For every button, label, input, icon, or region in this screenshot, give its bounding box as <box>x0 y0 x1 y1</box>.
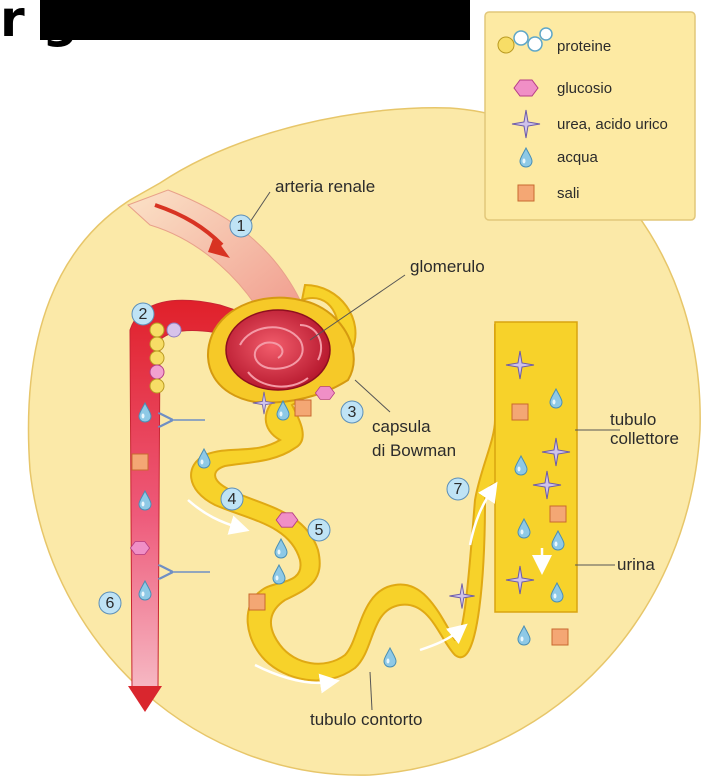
label-tubulo: tubulo <box>610 410 656 429</box>
legend-label-glucose: glucosio <box>557 80 612 97</box>
legend-label-urea: urea, acido urico <box>557 116 668 133</box>
step-7: 7 <box>454 481 463 498</box>
step-5: 5 <box>315 522 324 539</box>
legend-label-proteins: proteine <box>557 38 611 55</box>
step-3: 3 <box>348 404 357 421</box>
salt-icon <box>518 185 534 201</box>
legend-label-water: acqua <box>557 149 599 166</box>
step-2: 2 <box>139 306 148 323</box>
label-arteria-renale: arteria renale <box>275 177 375 196</box>
label-bowman: di Bowman <box>372 441 456 460</box>
label-collettore: collettore <box>610 429 679 448</box>
label-capsula: capsula <box>372 417 431 436</box>
step-1: 1 <box>237 218 246 235</box>
glucose-icon <box>514 80 538 96</box>
label-urina: urina <box>617 555 655 574</box>
heading-cropped-block <box>40 0 470 40</box>
legend: proteine glucosio urea, acido urico acqu… <box>485 12 695 220</box>
legend-label-salt: sali <box>557 185 580 202</box>
step-4: 4 <box>228 491 237 508</box>
label-glomerulo: glomerulo <box>410 257 485 276</box>
step-6: 6 <box>106 595 115 612</box>
glomerulus <box>226 310 330 390</box>
label-tubulo-contorto: tubulo contorto <box>310 710 422 729</box>
